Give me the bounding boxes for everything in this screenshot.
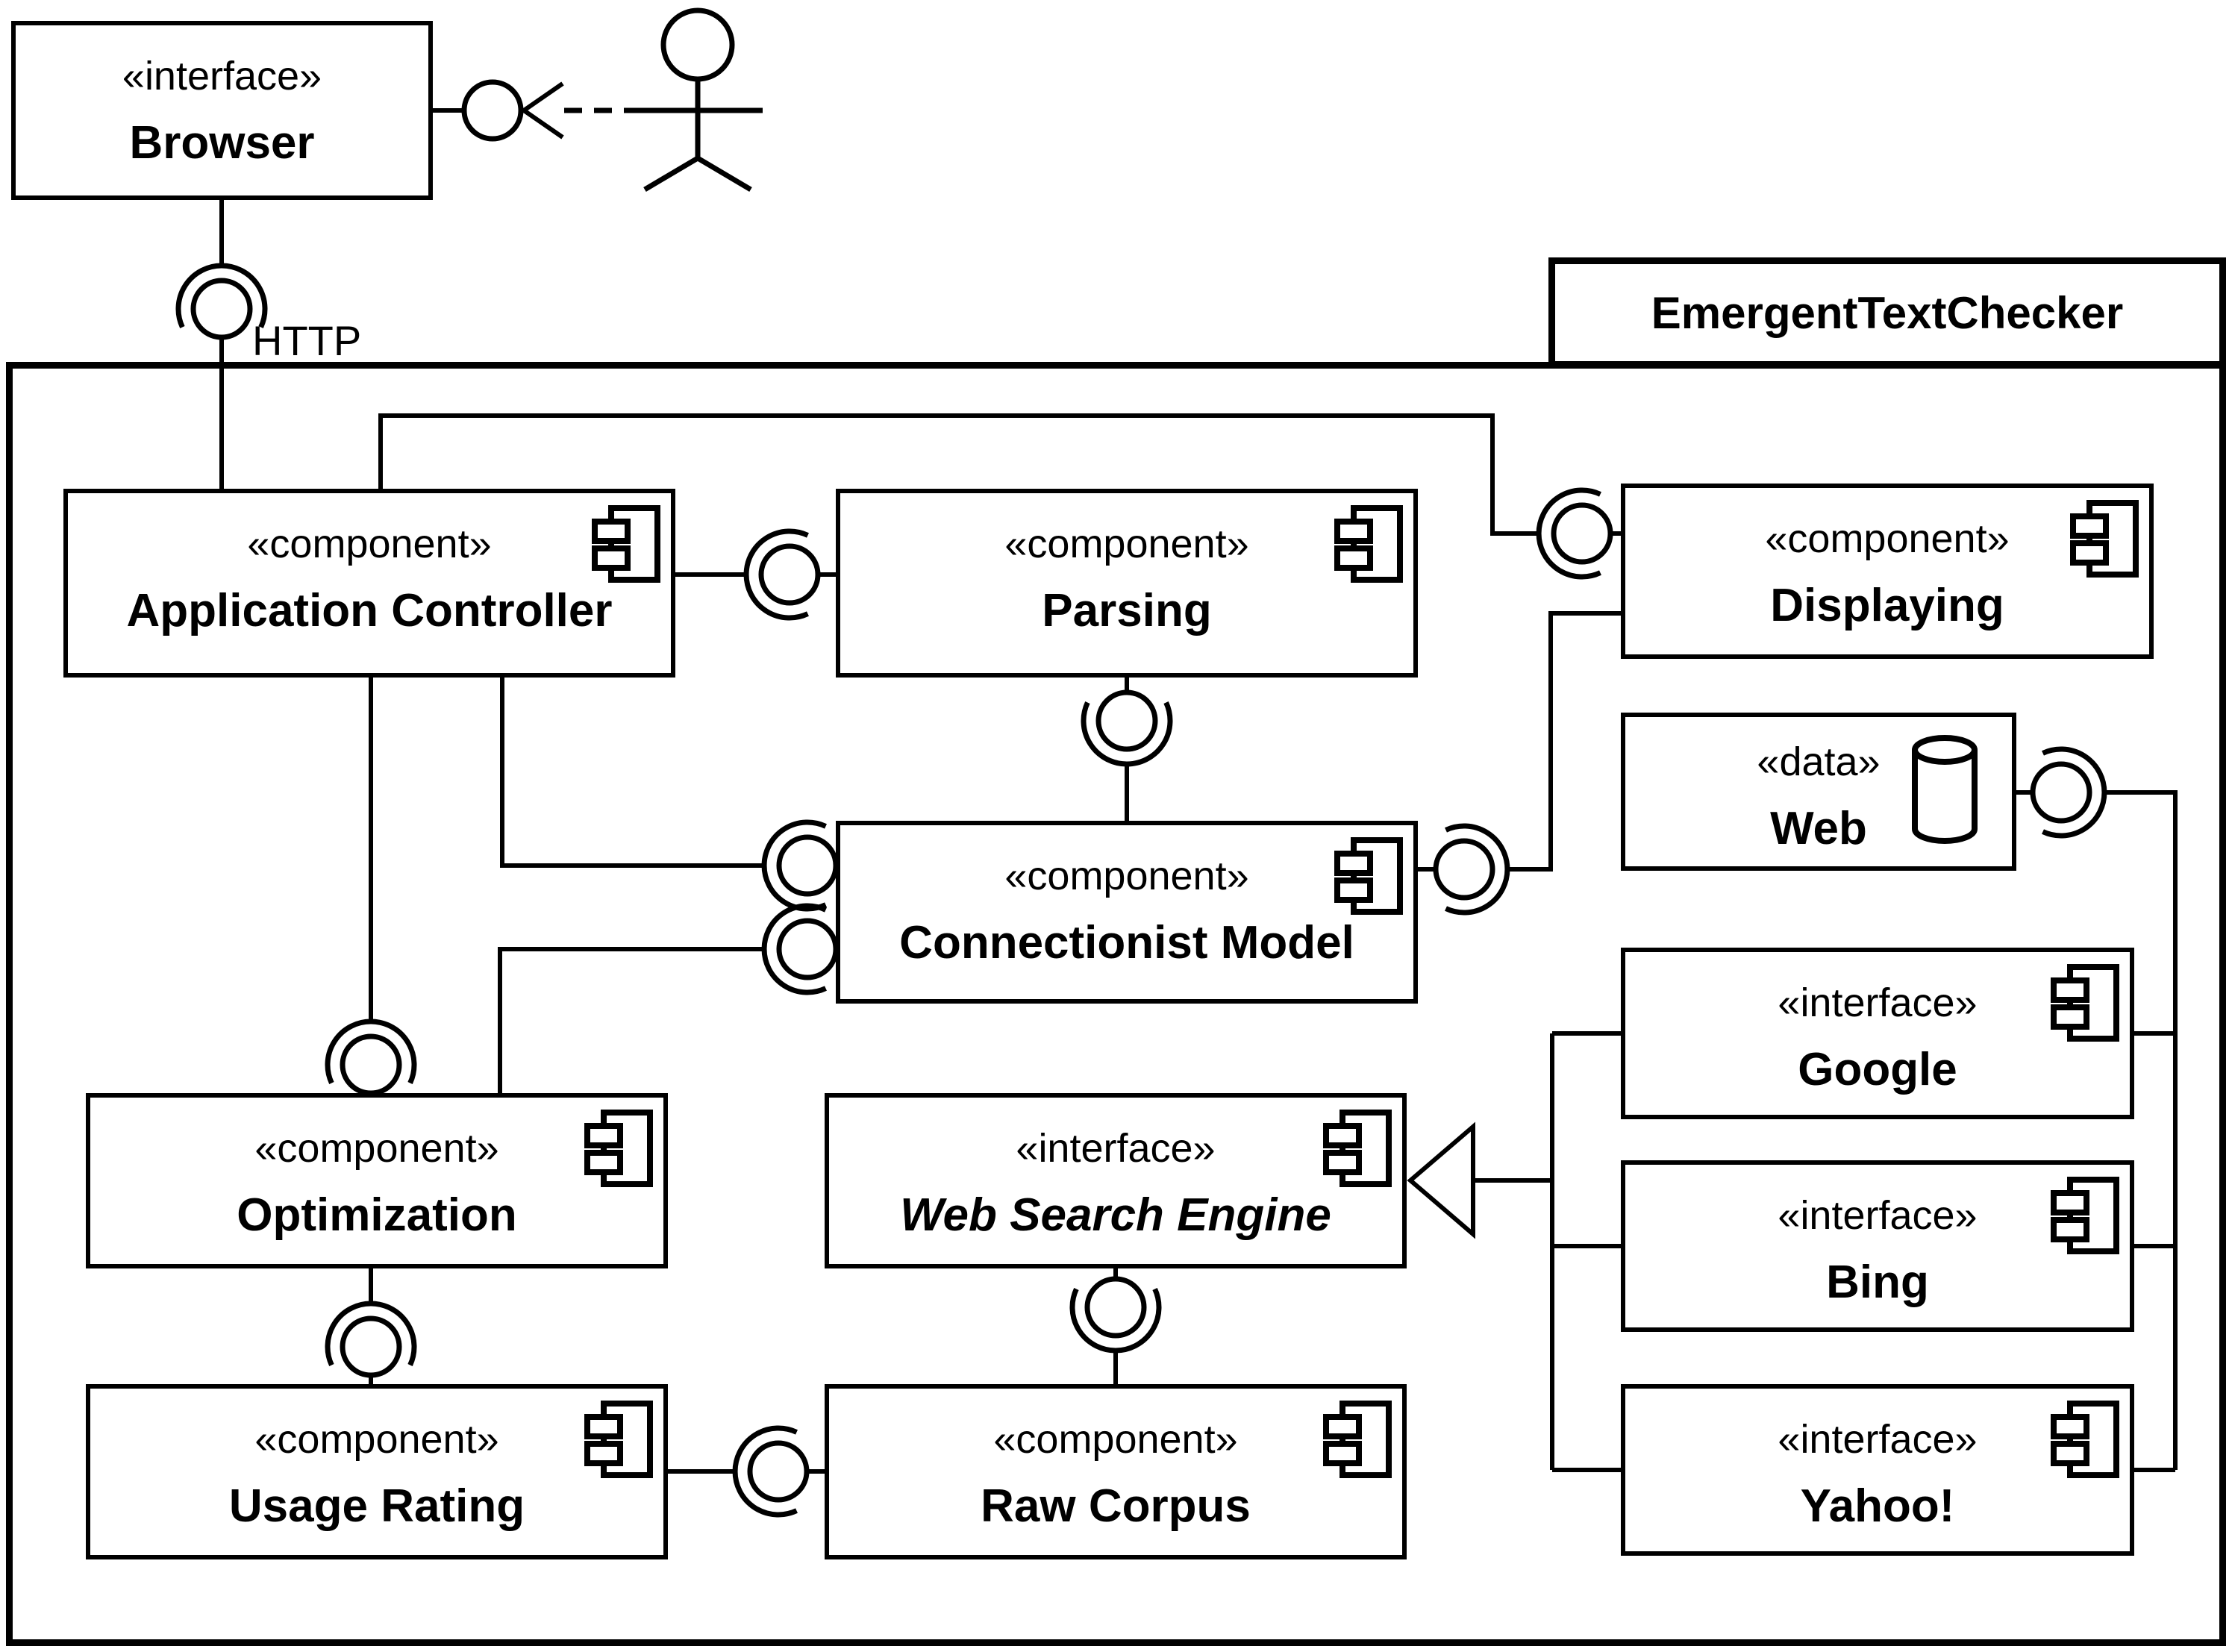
ball-icon xyxy=(461,79,524,142)
component-icon xyxy=(2051,1177,2119,1258)
browser-stereotype: «interface» xyxy=(122,54,322,98)
open-arrowhead-icon xyxy=(519,81,564,140)
google-stereotype: «interface» xyxy=(1778,980,1978,1025)
optimization-name: Optimization xyxy=(237,1189,517,1241)
bing-name: Bing xyxy=(1826,1257,1929,1308)
usage-rating-name: Usage Rating xyxy=(228,1480,525,1532)
node-connectionist-model: «component» Connectionist Model xyxy=(836,821,1418,1004)
component-icon xyxy=(1323,1110,1392,1191)
component-icon xyxy=(584,1401,653,1482)
ball-icon xyxy=(190,278,253,340)
node-raw-corpus: «component» Raw Corpus xyxy=(825,1384,1407,1559)
package-title: EmergentTextChecker xyxy=(1651,287,2124,338)
google-name: Google xyxy=(1798,1044,1957,1095)
component-icon xyxy=(1334,505,1403,586)
node-usage-rating: «component» Usage Rating xyxy=(86,1384,668,1559)
node-application-controller: «component» Application Controller xyxy=(63,489,675,678)
yahoo-stereotype: «interface» xyxy=(1778,1417,1978,1462)
bing-stereotype: «interface» xyxy=(1778,1193,1978,1238)
node-optimization: «component» Optimization xyxy=(86,1093,668,1268)
node-yahoo: «interface» Yahoo! xyxy=(1621,1384,2134,1556)
usage-rating-stereotype: «component» xyxy=(254,1417,499,1462)
optimization-stereotype: «component» xyxy=(254,1126,499,1171)
package-frame xyxy=(6,362,2226,1646)
component-icon xyxy=(2051,1401,2119,1482)
displaying-stereotype: «component» xyxy=(1765,516,2010,561)
raw-corpus-name: Raw Corpus xyxy=(981,1480,1251,1532)
application-controller-name: Application Controller xyxy=(126,585,613,636)
package-title-tab: EmergentTextChecker xyxy=(1548,257,2226,368)
parsing-name: Parsing xyxy=(1042,585,1212,636)
node-web-search-engine: «interface» Web Search Engine xyxy=(825,1093,1407,1268)
component-icon xyxy=(592,505,660,586)
web-name: Web xyxy=(1770,803,1867,854)
node-browser: «interface» Browser xyxy=(11,21,433,200)
node-displaying: «component» Displaying xyxy=(1621,484,2154,659)
connectionist-model-stereotype: «component» xyxy=(1004,854,1249,898)
database-icon xyxy=(1907,733,1982,849)
yahoo-name: Yahoo! xyxy=(1800,1480,1955,1532)
node-google: «interface» Google xyxy=(1621,948,2134,1119)
component-icon xyxy=(1323,1401,1392,1482)
web-stereotype: «data» xyxy=(1757,739,1881,784)
displaying-name: Displaying xyxy=(1770,580,2004,631)
raw-corpus-stereotype: «component» xyxy=(993,1417,1238,1462)
application-controller-stereotype: «component» xyxy=(247,522,492,566)
node-parsing: «component» Parsing xyxy=(836,489,1418,678)
connectionist-model-name: Connectionist Model xyxy=(899,917,1354,969)
browser-name: Browser xyxy=(129,117,315,169)
connector-actor-browser xyxy=(433,79,633,142)
component-icon xyxy=(2051,964,2119,1045)
node-bing: «interface» Bing xyxy=(1621,1160,2134,1332)
component-icon xyxy=(1334,837,1403,919)
http-connector-label: HTTP xyxy=(252,317,362,364)
node-web: «data» Web xyxy=(1621,713,2016,871)
web-search-engine-stereotype: «interface» xyxy=(1016,1126,1216,1171)
component-icon xyxy=(2070,500,2139,581)
parsing-stereotype: «component» xyxy=(1004,522,1249,566)
web-search-engine-name: Web Search Engine xyxy=(900,1189,1331,1241)
user-actor-icon xyxy=(633,7,763,193)
component-icon xyxy=(584,1110,653,1191)
